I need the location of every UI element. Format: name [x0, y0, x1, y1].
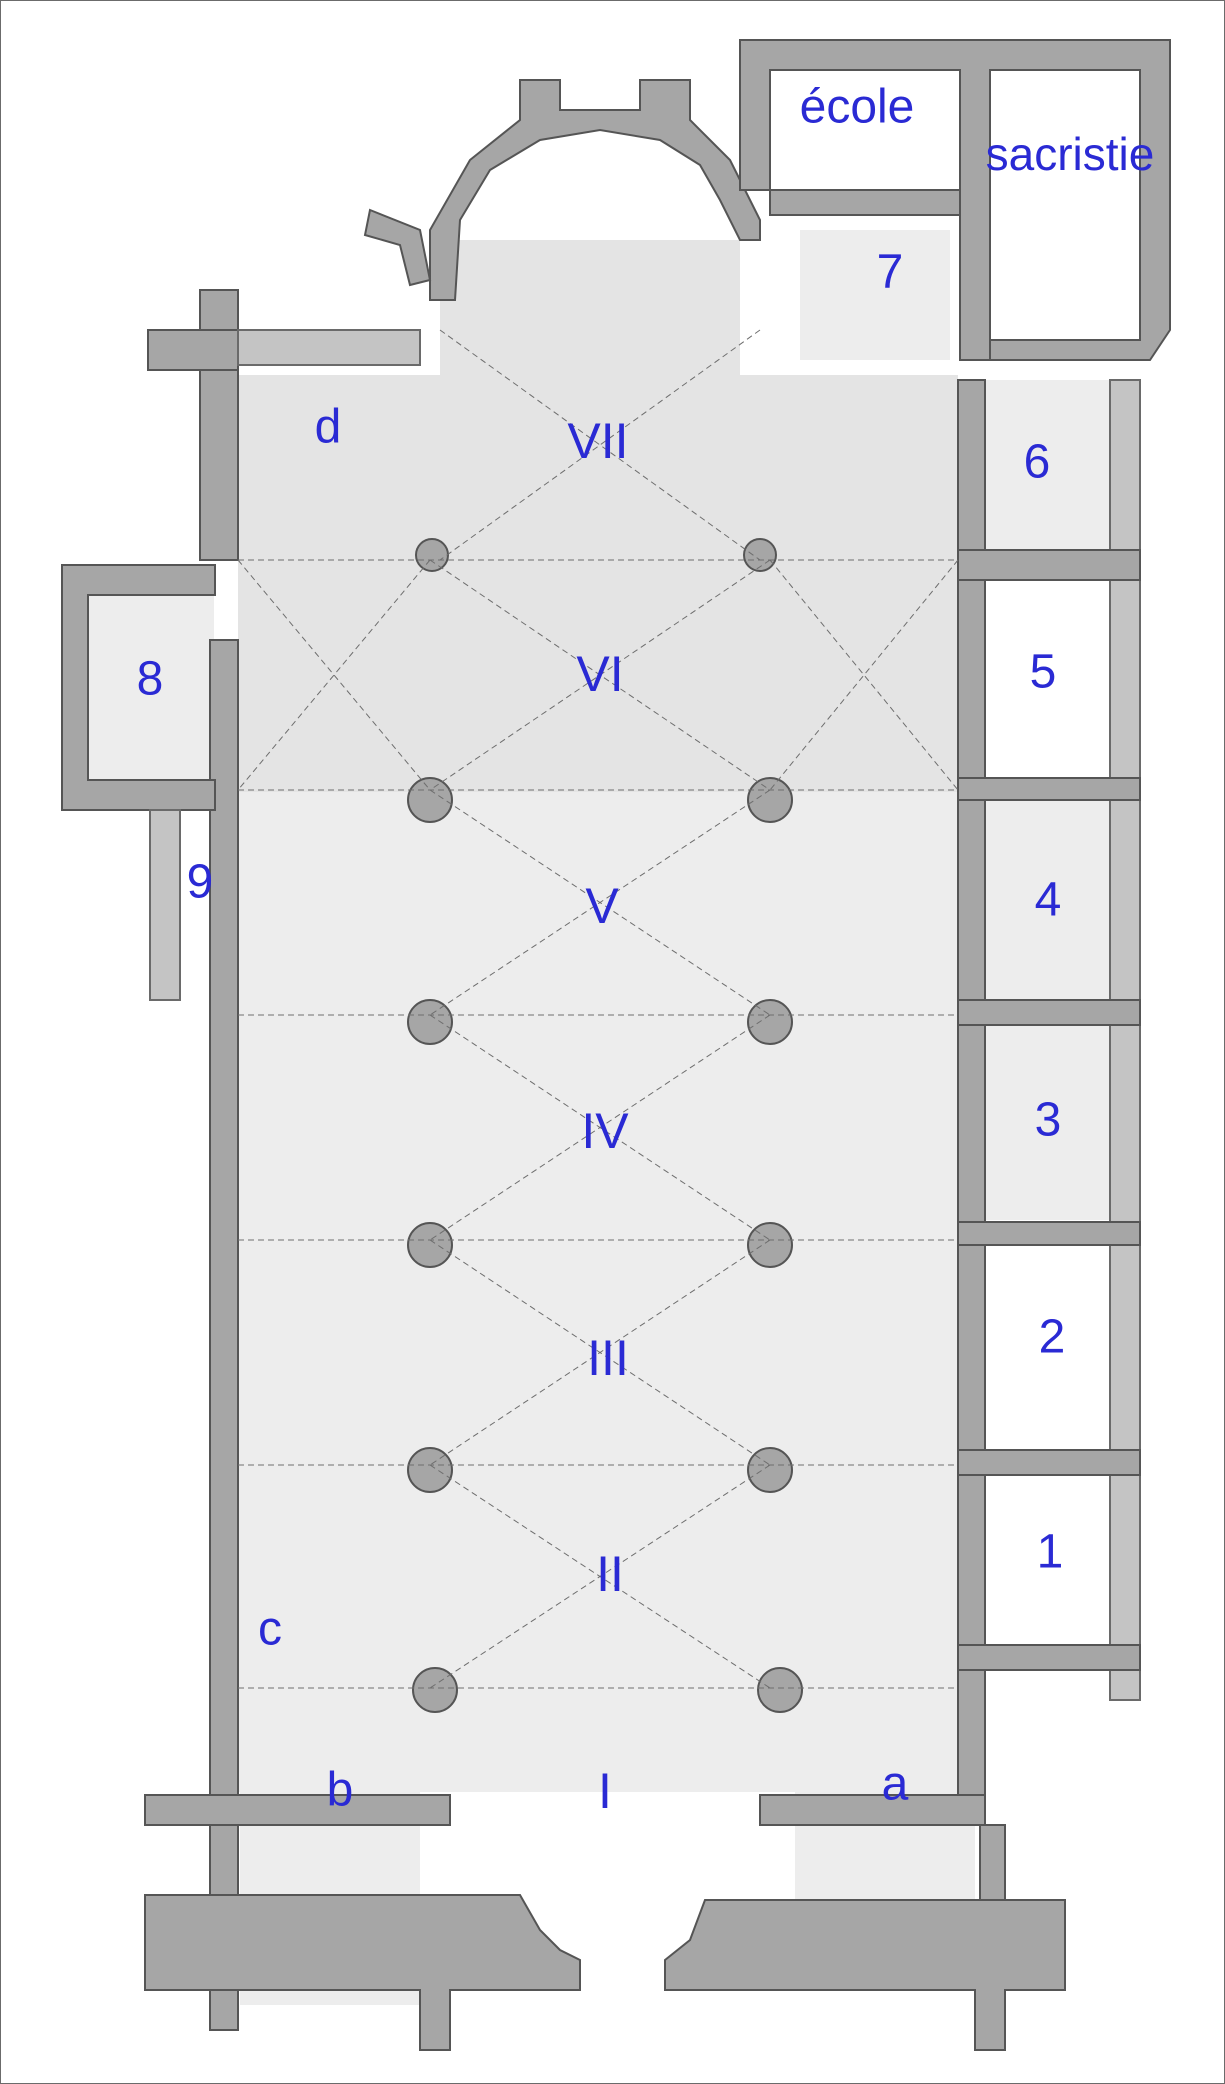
label-bay-ii: II: [596, 1546, 624, 1602]
label-ecole: école: [800, 81, 915, 134]
room-labels: école sacristie VII VI V IV III II I 1 2…: [137, 81, 1155, 1820]
label-chapel-6: 6: [1024, 436, 1051, 489]
walls: [61, 39, 1171, 2051]
label-room-b: b: [327, 1764, 354, 1817]
label-bay-iii: III: [587, 1330, 629, 1386]
label-room-d: d: [315, 401, 342, 454]
label-chapel-5: 5: [1030, 646, 1057, 699]
label-bay-iv: IV: [581, 1103, 629, 1159]
label-bay-v: V: [585, 878, 619, 934]
label-chapel-1: 1: [1037, 1526, 1064, 1579]
label-bay-vi: VI: [576, 646, 623, 702]
label-bay-i: I: [598, 1763, 612, 1819]
label-chapel-4: 4: [1035, 874, 1062, 927]
piers: [407, 538, 803, 1713]
label-bay-vii: VII: [567, 413, 628, 469]
label-chapel-7: 7: [877, 246, 904, 299]
label-chapel-9: 9: [187, 856, 214, 909]
label-chapel-8: 8: [137, 653, 164, 706]
label-room-c: c: [258, 1603, 282, 1656]
label-chapel-3: 3: [1035, 1094, 1062, 1147]
label-sacristie: sacristie: [986, 128, 1155, 180]
vault-ribs: [237, 329, 959, 1689]
label-room-a: a: [882, 1758, 909, 1811]
label-chapel-2: 2: [1039, 1311, 1066, 1364]
